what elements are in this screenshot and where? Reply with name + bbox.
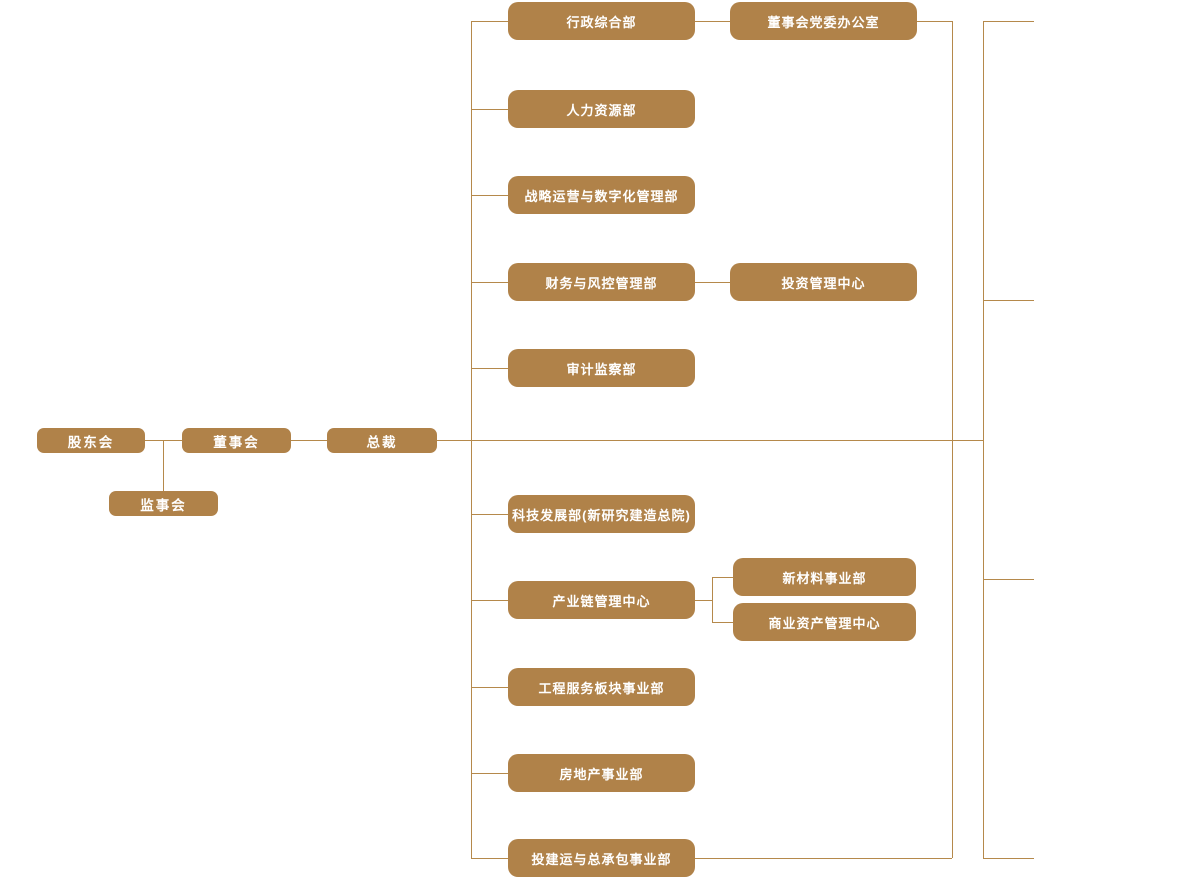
org-node-admin-general-dept: 行政综合部 (508, 2, 695, 40)
org-node-board-party-office: 董事会党委办公室 (730, 2, 917, 40)
connector-bracket-industry-chain (712, 577, 713, 623)
org-node-strategy-digital-dept: 战略运营与数字化管理部 (508, 176, 695, 214)
connector-trunk-president-right (437, 440, 983, 441)
org-node-invest-build-epc-division: 投建运与总承包事业部 (508, 839, 695, 877)
org-node-board-of-directors: 董事会 (182, 428, 291, 453)
connector-link-bracket-new-materials (712, 577, 733, 578)
connector-right-rail-outer (983, 21, 984, 858)
connector-stub-invest-build-epc (471, 858, 508, 859)
connector-left-spine (471, 21, 472, 858)
connector-stub-admin-general (471, 21, 508, 22)
connector-stub-engineering-services (471, 687, 508, 688)
org-node-new-materials-division: 新材料事业部 (733, 558, 916, 596)
connector-stub-tech-development (471, 514, 508, 515)
org-node-supervisory-board: 监事会 (109, 491, 218, 516)
org-node-finance-risk-dept: 财务与风控管理部 (508, 263, 695, 301)
org-node-president: 总裁 (327, 428, 437, 453)
org-node-industry-chain-center: 产业链管理中心 (508, 581, 695, 619)
org-node-commercial-assets-center: 商业资产管理中心 (733, 603, 916, 641)
connector-drop-supervisory-board (163, 440, 164, 491)
connector-stub-industry-chain-left (471, 600, 508, 601)
connector-link-finance-investment (695, 282, 730, 283)
connector-link-party-office-rail (917, 21, 952, 22)
connector-link-bracket-commercial (712, 622, 733, 623)
org-node-human-resources-dept: 人力资源部 (508, 90, 695, 128)
org-node-real-estate-division: 房地产事业部 (508, 754, 695, 792)
org-node-shareholders-meeting: 股东会 (37, 428, 145, 453)
connector-link-admin-party-office (695, 21, 730, 22)
org-node-audit-supervision-dept: 审计监察部 (508, 349, 695, 387)
connector-stub-strategy-digital (471, 195, 508, 196)
connector-stub-right-row-2 (983, 300, 1034, 301)
connector-stub-right-row-1 (983, 21, 1034, 22)
connector-stub-human-resources (471, 109, 508, 110)
org-node-engineering-services-division: 工程服务板块事业部 (508, 668, 695, 706)
org-node-tech-development-dept: 科技发展部(新研究建造总院) (508, 495, 695, 533)
connector-stub-finance-risk (471, 282, 508, 283)
connector-link-bottom-row-rail (695, 858, 952, 859)
org-node-investment-mgmt-center: 投资管理中心 (730, 263, 917, 301)
connector-stub-right-row-3 (983, 579, 1034, 580)
connector-stub-right-row-4 (983, 858, 1034, 859)
connector-link-board-president (291, 440, 327, 441)
connector-stub-audit-supervision (471, 368, 508, 369)
connector-stub-industry-chain-right (695, 600, 712, 601)
connector-stub-real-estate (471, 773, 508, 774)
connector-right-rail-inner (952, 21, 953, 858)
